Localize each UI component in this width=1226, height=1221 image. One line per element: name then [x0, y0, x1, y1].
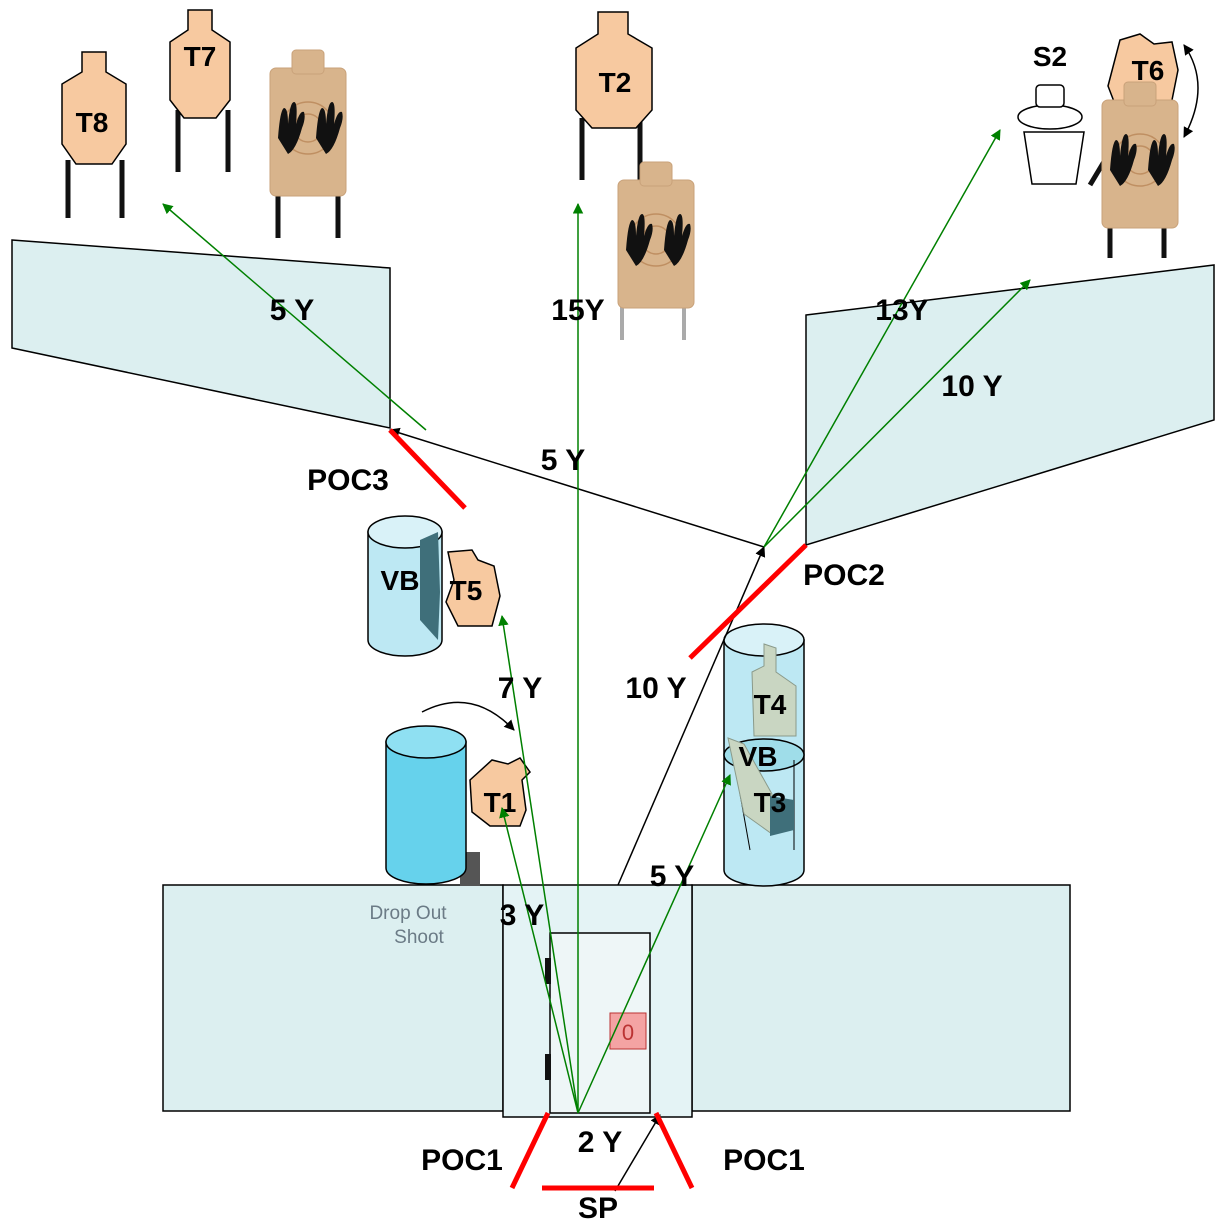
- no-shoot-center: [617, 161, 695, 340]
- target-t1-label: T1: [484, 787, 517, 818]
- sp-label: SP: [578, 1192, 618, 1221]
- vb-left-label: VB: [381, 565, 420, 596]
- target-t1: T1: [469, 757, 531, 827]
- wall-bottom-right: [691, 884, 1071, 1112]
- distance-7y: 7 Y: [498, 672, 543, 705]
- target-t2-label: T2: [599, 67, 632, 98]
- target-t4-label: T4: [754, 689, 787, 720]
- target-t3-label: T3: [754, 787, 787, 818]
- shoot-label: Shoot: [394, 927, 444, 948]
- barrel-left-glass: VB: [367, 515, 443, 657]
- target-t5: T5: [445, 549, 501, 627]
- target-t7-label: T7: [184, 41, 217, 72]
- barrel-drop-out: [385, 701, 515, 886]
- steel-s2: S2: [1017, 41, 1085, 185]
- steel-s2-label: S2: [1033, 41, 1067, 72]
- poc1-right-label: POC1: [723, 1144, 805, 1177]
- wall-upper-right: [805, 264, 1215, 547]
- target-t8: T8: [61, 51, 127, 218]
- drop-out-label: Drop Out: [369, 903, 447, 924]
- fault-lines: [388, 428, 808, 1191]
- distance-5y-mid: 5 Y: [541, 444, 586, 477]
- target-t8-label: T8: [76, 107, 109, 138]
- target-t7: T7: [169, 9, 231, 172]
- door-marker: [609, 1012, 647, 1050]
- shooting-lanes: [162, 129, 1031, 1114]
- target-t5-label: T5: [450, 575, 483, 606]
- barrel-right-stack: T4 VB T3: [723, 623, 805, 887]
- distance-2y: 2 Y: [578, 1126, 623, 1159]
- movement-paths: [388, 427, 766, 1192]
- door-hinge-bottom: [545, 1054, 551, 1080]
- wall-upper-left: [11, 239, 391, 429]
- poc1-left-label: POC1: [421, 1144, 503, 1177]
- distance-10y-left: 10 Y: [625, 672, 686, 705]
- vb-right-label: VB: [739, 741, 778, 772]
- door-hinge-top: [545, 958, 551, 984]
- target-t6-swinger: T6: [1087, 33, 1199, 258]
- distance-5y-top: 5 Y: [270, 294, 315, 327]
- distance-5y-bottom: 5 Y: [650, 860, 695, 893]
- poc2-label: POC2: [803, 559, 885, 592]
- distance-10y-right: 10 Y: [941, 370, 1002, 403]
- target-t6-label: T6: [1132, 55, 1165, 86]
- no-shoot-left: [269, 49, 347, 238]
- wall-bottom-left: [162, 884, 504, 1112]
- distance-13y: 13Y: [875, 294, 928, 327]
- distance-3y: 3 Y: [500, 899, 545, 932]
- distance-15y: 15Y: [551, 294, 604, 327]
- poc3-label: POC3: [307, 464, 389, 497]
- door-marker-label: 0: [622, 1020, 634, 1045]
- target-t2: T2: [575, 11, 653, 180]
